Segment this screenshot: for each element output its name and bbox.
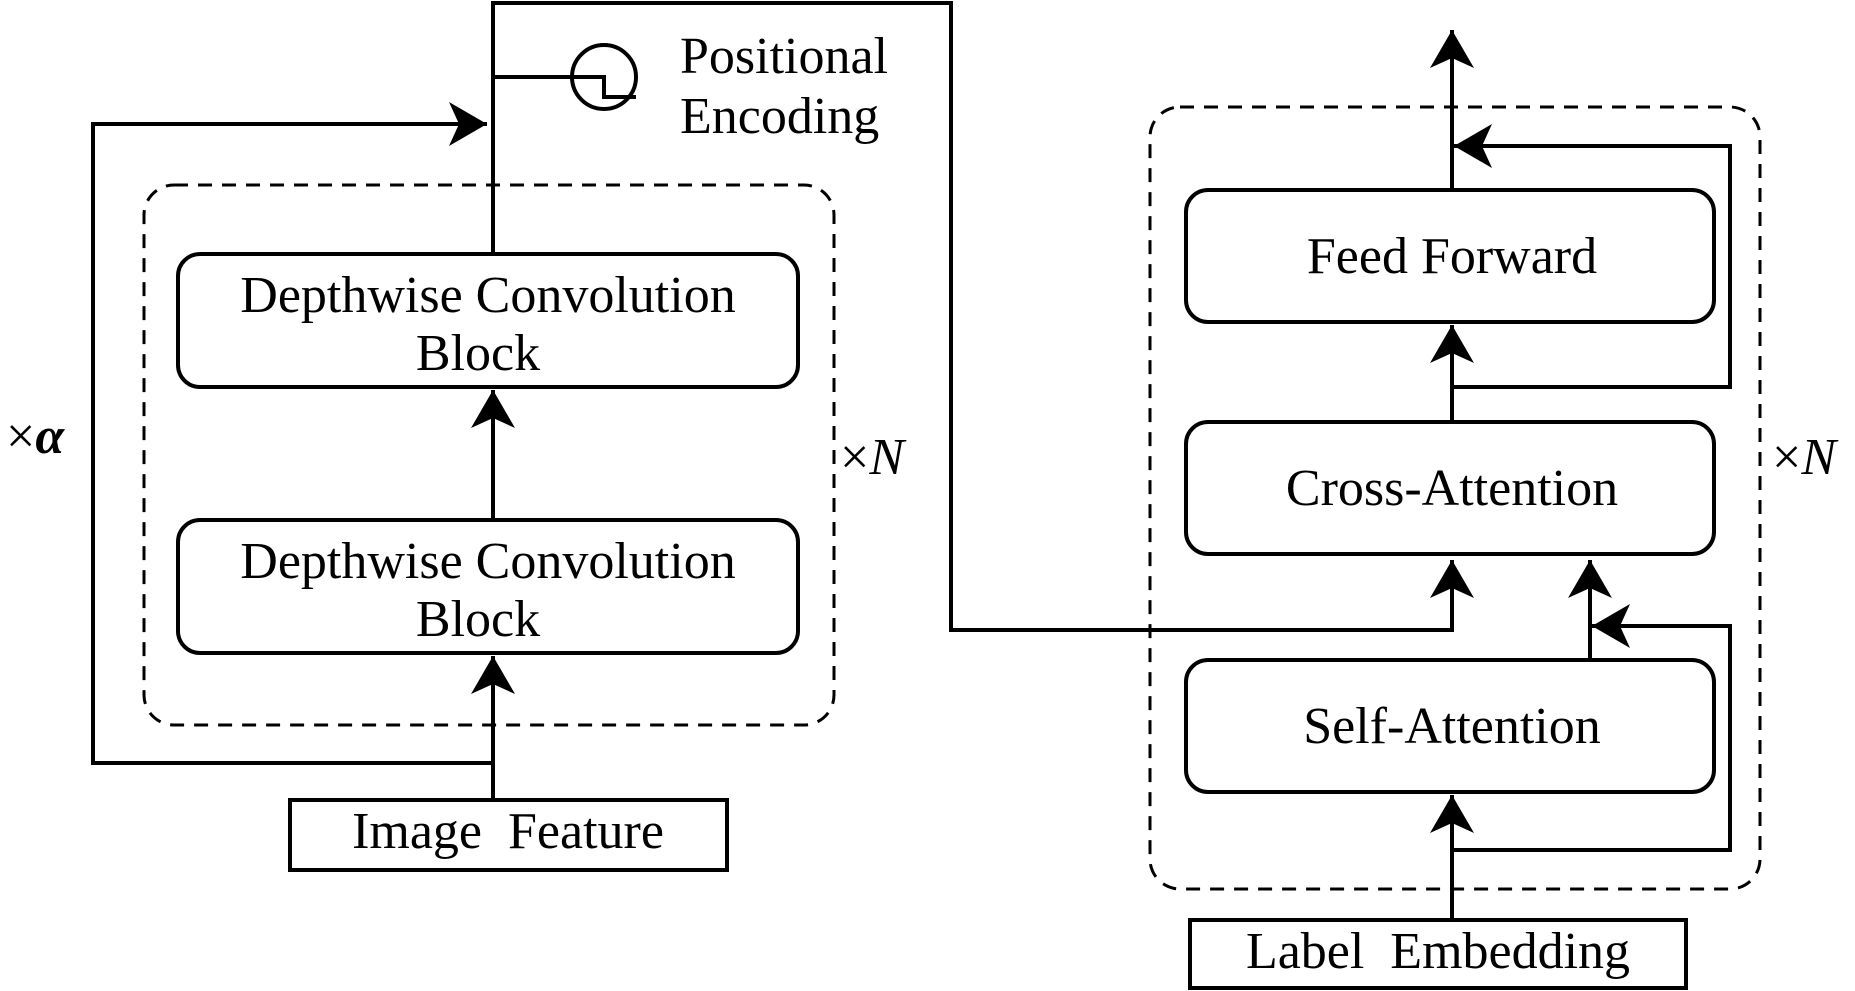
positional-encoding-line2: Encoding — [680, 88, 879, 145]
encoder-output-line — [491, 1, 1474, 632]
residual-self-attention — [1452, 604, 1732, 852]
residual-feed-forward — [1452, 124, 1732, 389]
depthwise-block-bottom-line2: Block — [416, 591, 540, 648]
feed-forward-label: Feed Forward — [1307, 228, 1597, 285]
decoder-input-label: Label Embedding — [1246, 923, 1630, 980]
encoder-input-label: Image Feature — [352, 803, 664, 860]
depthwise-block-top-line1: Depthwise Convolution — [240, 267, 735, 324]
skip-times-sign: × — [6, 408, 35, 465]
encoder-repeat-region — [142, 183, 836, 727]
skip-label: ×α — [6, 408, 65, 465]
encoder-repeat-times-sign: × — [840, 429, 869, 486]
depthwise-block-bottom — [176, 518, 800, 655]
decoder-input-box — [1188, 918, 1688, 990]
decoder-repeat-label: ×N — [1772, 429, 1839, 486]
skip-connection-line — [91, 102, 493, 765]
cross-attention-label: Cross-Attention — [1286, 460, 1618, 517]
decoder-repeat-n: N — [1800, 429, 1839, 486]
depthwise-block-top-line2: Block — [416, 325, 540, 382]
self-attention-block — [1184, 658, 1716, 794]
depthwise-block-bottom-line1: Depthwise Convolution — [240, 533, 735, 590]
depthwise-block-top — [176, 252, 800, 389]
positional-encoding-wave — [572, 75, 636, 99]
self-attention-label: Self-Attention — [1303, 698, 1601, 755]
skip-alpha: α — [35, 408, 65, 465]
encoder-repeat-label: ×N — [840, 429, 907, 486]
decoder-repeat-region — [1148, 105, 1762, 891]
encoder-repeat-n: N — [868, 429, 907, 486]
decoder-repeat-times-sign: × — [1772, 429, 1801, 486]
encoder-input-box — [288, 798, 729, 872]
positional-encoding-line1: Positional — [680, 28, 888, 85]
